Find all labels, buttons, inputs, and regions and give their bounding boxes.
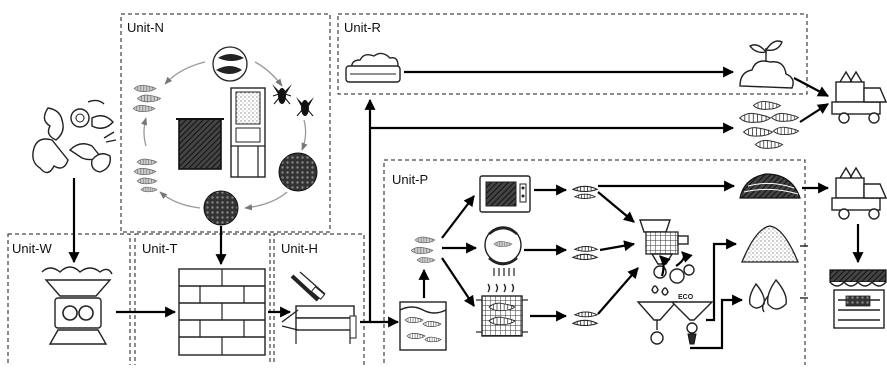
- dried-larvae-icon-3: [572, 311, 598, 327]
- unit-r-label: Unit-R: [344, 20, 381, 35]
- pupa-icon: [212, 46, 248, 82]
- eco-label: ECO: [678, 294, 694, 301]
- raw-larvae-icon: [410, 236, 436, 263]
- hatchling-larvae-icon: [203, 190, 239, 226]
- larvae-sieve-icon: [281, 271, 357, 344]
- unit-h-label: Unit-H: [281, 241, 318, 256]
- unit-t-label: Unit-T: [142, 241, 177, 256]
- rearing-rack-icon: [230, 87, 266, 178]
- lifecycle-cycle-arrows: [141, 61, 308, 211]
- protein-meal-pile-icon: [739, 173, 801, 199]
- unit-p-label: Unit-P: [392, 172, 428, 187]
- oil-drops-icon: [748, 278, 787, 313]
- unit-n-label: Unit-N: [127, 20, 164, 35]
- delivery-truck-icon-1: [831, 70, 887, 124]
- delivery-truck-icon-2: [831, 166, 887, 220]
- unit-n-box: Unit-N: [120, 13, 331, 233]
- waste-grinder-icon: [41, 266, 113, 345]
- frass-tray-icon: [345, 52, 401, 83]
- market-store-icon: [829, 269, 887, 329]
- oven-dryer-icon: [476, 283, 528, 337]
- flow-arrows: [68, 66, 864, 350]
- young-larvae-icon: [133, 158, 158, 193]
- breeding-cage-icon: [176, 118, 224, 170]
- food-waste-icon: [32, 99, 117, 174]
- rearing-tray-stack-icon: [178, 268, 266, 356]
- unit-w-label: Unit-W: [12, 241, 52, 256]
- oil-press-icon: [639, 219, 689, 265]
- microwave-dryer-icon: [479, 175, 531, 213]
- egg-mass-icon: [278, 152, 318, 192]
- unit-h-box: Unit-H: [273, 233, 365, 370]
- larvae-washing-tank-icon: [399, 301, 447, 351]
- powder-pile-icon: [741, 225, 799, 263]
- separation-funnels-icon: ECO: [636, 264, 714, 345]
- dried-larvae-icon-1: [572, 185, 598, 200]
- mature-larvae-icon: [132, 84, 161, 112]
- dried-larvae-icon-2: [572, 245, 598, 261]
- larvae-pile-icon: [739, 100, 800, 149]
- blanching-icon: [484, 226, 522, 276]
- unit-r-box: Unit-R: [337, 13, 808, 95]
- compost-soil-icon: [739, 40, 794, 89]
- black-soldier-fly-icon: [272, 84, 314, 117]
